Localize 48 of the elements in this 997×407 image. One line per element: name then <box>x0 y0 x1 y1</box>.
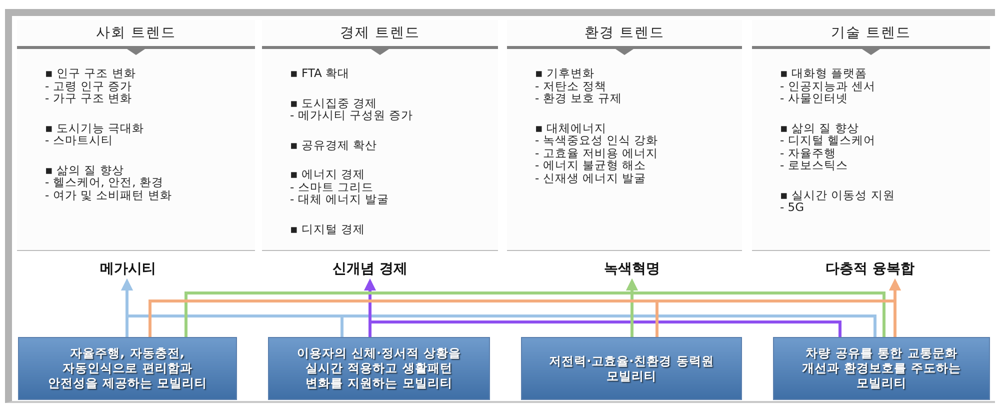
outcome-label: 메가시티 <box>100 258 156 280</box>
column-heading: 사회 트렌드 <box>96 24 176 42</box>
column-heading: 경제 트렌드 <box>340 24 420 42</box>
connector-arrow <box>364 278 842 337</box>
list-item: - 5G <box>780 201 804 213</box>
list-item: - 헬스케어, 안전, 환경 <box>45 176 164 188</box>
outcome-label: 녹색혁명 <box>604 258 660 280</box>
mobility-box: 자율주행, 자동충전, 자동인식으로 편리함과 안전성을 제공하는 모빌리티 <box>18 337 237 400</box>
column-heading: 환경 트렌드 <box>584 24 665 42</box>
list-item: ▪ 인구 구조 변화 <box>45 67 136 79</box>
list-item: - 디지털 헬스케어 <box>780 134 876 146</box>
list-item: - 에너지 불균형 해소 <box>535 159 646 171</box>
mobility-box: 이용자의 신체·정서적 상황을 실시간 적용하고 생활패턴 변화를 지원하는 모빌리티 <box>268 337 490 400</box>
list-item: - 스마트시티 <box>45 134 113 146</box>
list-item: - 사물인터넷 <box>780 92 848 104</box>
list-item: - 녹색중요성 인식 강화 <box>535 134 658 146</box>
list-item: - 인공지능과 센서 <box>780 80 876 92</box>
list-item: - 스마트 그리드 <box>290 180 374 192</box>
outcome-label: 신개념 경제 <box>332 258 408 280</box>
list-item: ▪ 실시간 이동성 지원 <box>780 188 895 200</box>
column-heading: 기술 트렌드 <box>830 24 912 42</box>
list-item: - 신재생 에너지 발굴 <box>535 172 646 184</box>
list-item: ▪ 공유경제 확산 <box>290 138 378 150</box>
list-item: ▪ 디지털 경제 <box>290 222 366 234</box>
list-item: - 고령 인구 증가 <box>45 80 132 92</box>
list-item: ▪ FTA 확대 <box>290 67 350 79</box>
list-item: - 고효율 저비용 에너지 <box>535 146 658 158</box>
list-item: - 저탄소 정책 <box>535 80 606 92</box>
list-item: ▪ 기후변화 <box>535 67 594 79</box>
list-item: ▪ 삶의 질 향상 <box>45 164 124 176</box>
list-item: - 여가 및 소비패턴 변화 <box>45 188 172 200</box>
mobility-box: 차량 공유를 통한 교통문화 개선과 환경보호를 주도하는 모빌리티 <box>773 337 990 400</box>
list-item: - 로보스틱스 <box>780 159 848 171</box>
mobility-box: 저전력·고효율·친환경 동력원 모빌리티 <box>521 337 742 400</box>
list-item: ▪ 에너지 경제 <box>290 168 366 180</box>
connector-arrow <box>626 278 886 337</box>
list-item: ▪ 대체에너지 <box>535 122 606 134</box>
list-item: ▪ 삶의 질 향상 <box>780 122 859 134</box>
connector-arrow <box>656 278 901 337</box>
list-item: - 대체 에너지 발굴 <box>290 193 390 205</box>
list-item: - 가구 구조 변화 <box>45 92 132 104</box>
list-item: - 환경 보호 규제 <box>535 92 622 104</box>
list-item: ▪ 도시기능 극대화 <box>45 122 144 134</box>
list-item: - 메가시티 구성원 증가 <box>290 109 414 121</box>
outcome-label: 다층적 융복합 <box>826 258 914 280</box>
list-item: - 자율주행 <box>780 146 836 158</box>
list-item: ▪ 도시집중 경제 <box>290 96 378 108</box>
list-item: ▪ 대화형 플랫폼 <box>780 67 868 79</box>
